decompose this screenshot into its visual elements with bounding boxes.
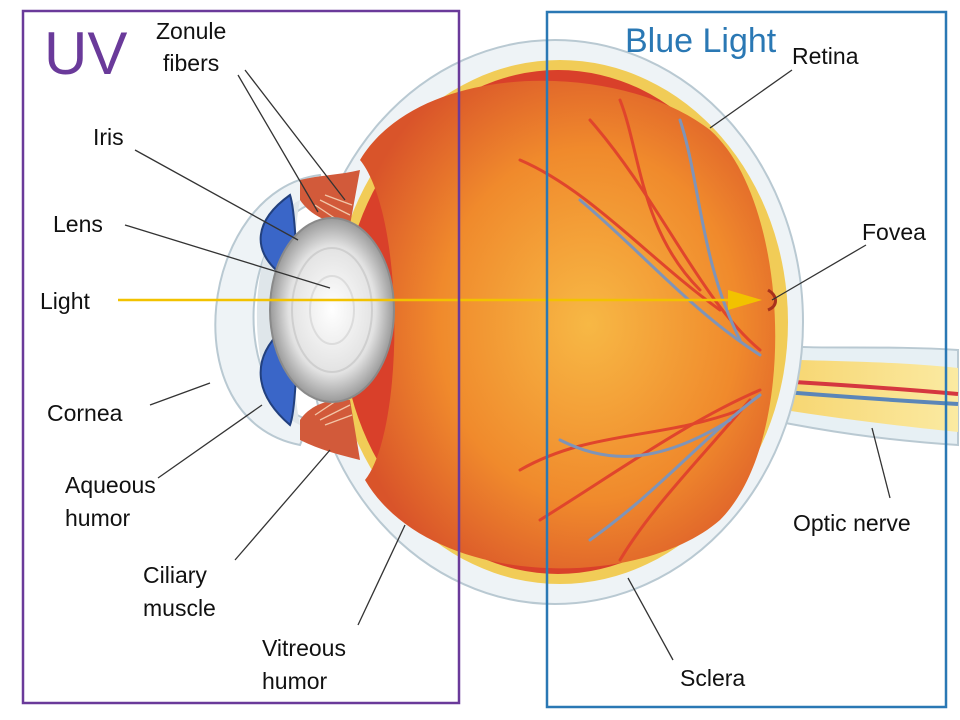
uv-title: UV [44, 20, 127, 87]
label-lens: Lens [53, 211, 103, 237]
lens-shape [269, 217, 395, 403]
optic-nerve-fibers [760, 358, 958, 432]
label-aqueous-humor-line1: Aqueous [65, 472, 156, 498]
label-vitreous-humor-line2: humor [262, 668, 328, 694]
vitreous-body [360, 80, 776, 569]
label-aqueous-humor-line2: humor [65, 505, 131, 531]
blue-light-region-box [545, 10, 948, 709]
leader-lines [124, 69, 891, 661]
light-arrowhead [728, 290, 762, 310]
label-fovea: Fovea [862, 219, 926, 245]
label-retina: Retina [792, 43, 859, 69]
label-iris: Iris [93, 124, 124, 150]
label-sclera: Sclera [680, 665, 745, 691]
label-cornea: Cornea [47, 400, 123, 426]
label-zonule-fibers-line2: fibers [163, 50, 219, 76]
label-ciliary-muscle-line2: muscle [143, 595, 216, 621]
label-optic-nerve: Optic nerve [793, 510, 911, 536]
label-light: Light [40, 288, 90, 314]
lens-core [309, 275, 355, 345]
fovea-dip [767, 288, 777, 312]
uv-region-box [21, 9, 461, 705]
label-vitreous-humor-line1: Vitreous [262, 635, 346, 661]
blue-light-title: Blue Light [625, 22, 777, 60]
lens-ring [291, 247, 373, 373]
label-zonule-fibers-line1: Zonule [156, 18, 226, 44]
label-ciliary-muscle-line1: Ciliary [143, 562, 207, 588]
